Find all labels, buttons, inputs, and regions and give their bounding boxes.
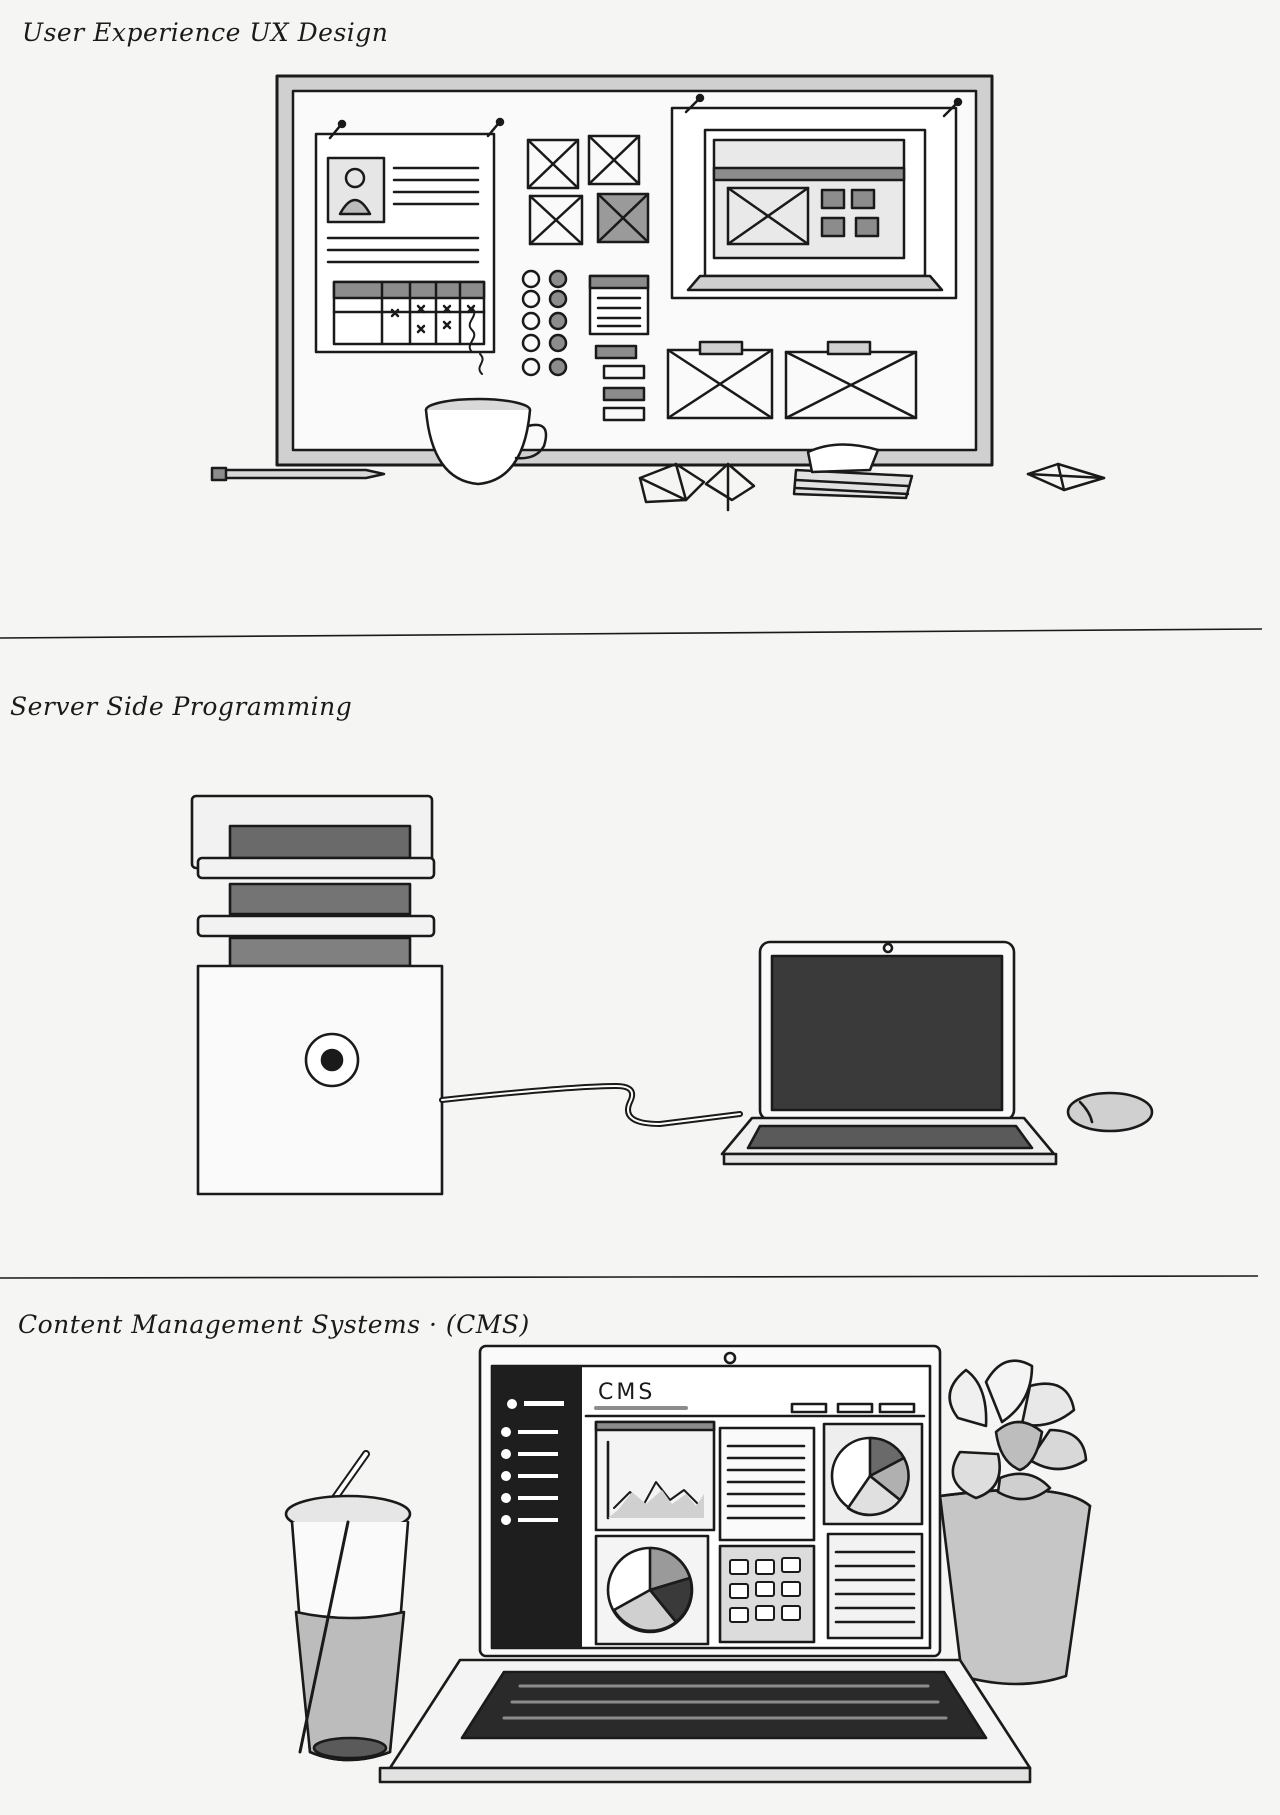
network-cable: [439, 1083, 743, 1127]
profile-wireframe-sheet: [314, 117, 505, 354]
mouse-illustration: [1066, 1091, 1154, 1133]
cms-sidebar-items: [501, 1399, 564, 1525]
laptop-illustration: [720, 940, 1058, 1166]
server-side-illustration: [190, 794, 1154, 1196]
desk-clutter: [638, 443, 1106, 512]
coffee-cup-illustration: [424, 307, 548, 486]
panel-ux-design: User Experience UX Design: [0, 0, 1280, 640]
ux-design-illustration: [210, 74, 1106, 512]
panel-server-side: Server Side Programming: [0, 640, 1280, 1280]
cms-illustration: CMS: [284, 1344, 1092, 1784]
cms-laptop-illustration: [378, 1344, 1032, 1784]
caption-ux-design: User Experience UX Design: [22, 18, 389, 47]
iced-drink-cup-illustration: [284, 1450, 412, 1762]
caption-server-side: Server Side Programming: [10, 692, 353, 721]
server-tower-illustration: [190, 794, 444, 1196]
section-divider-line: [0, 628, 1263, 639]
radio-button-sketch: [521, 269, 568, 377]
taped-image-placeholders: [666, 340, 918, 420]
cms-sidebar: [492, 1366, 582, 1648]
pencil-illustration: [210, 466, 386, 482]
caption-cms: Content Management Systems · (CMS): [18, 1310, 530, 1339]
image-placeholder-tiles: [526, 134, 650, 246]
panel-cms: Content Management Systems · (CMS): [0, 1282, 1280, 1815]
potted-succulent-illustration: [938, 1359, 1092, 1686]
section-divider-line: [0, 1275, 1259, 1279]
laptop-wireframe-sheet: [670, 93, 963, 300]
form-buttons-sketch: [588, 274, 650, 422]
cms-screen-label: CMS: [598, 1380, 655, 1405]
